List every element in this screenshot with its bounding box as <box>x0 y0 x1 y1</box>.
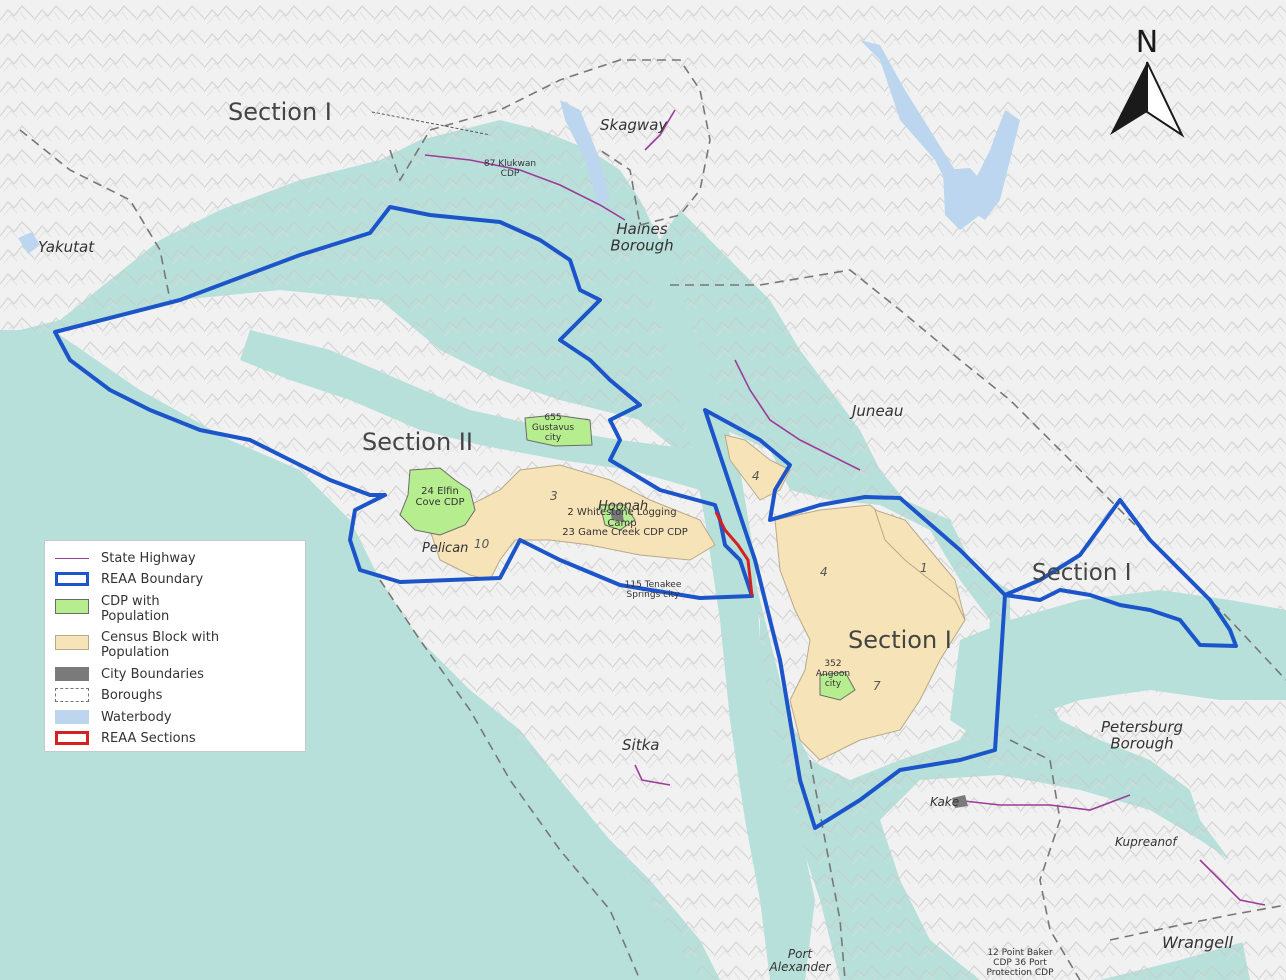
city-hoonah <box>610 510 624 522</box>
north-label: N <box>1136 25 1158 60</box>
skagway-label: Skagway <box>600 116 668 134</box>
hoonah-label: Hoonah <box>598 499 648 514</box>
cdp-symbol-icon <box>55 599 89 614</box>
north-arrow: N <box>1110 25 1185 138</box>
waterbody-lake <box>943 168 985 230</box>
block-1-label: 1 <box>920 561 928 575</box>
reaa-boundary-section-ii <box>53 205 754 600</box>
legend-label: Census Block with Population <box>101 630 220 660</box>
waterbody-north <box>860 40 1020 220</box>
cdp-angoon <box>819 671 856 701</box>
legend-item-census-block: Census Block with Population <box>55 630 219 660</box>
kake-label: Kake <box>930 795 959 809</box>
section-i-nw-label: Section I <box>228 98 332 126</box>
section-i-center-label: Section I <box>848 626 952 654</box>
reaa-sections-symbol-icon <box>55 731 89 745</box>
yakutat-label: Yakutat <box>38 238 95 256</box>
census-block-admiralty-top <box>724 434 791 501</box>
reaa-boundary-section-i-center <box>703 408 1007 830</box>
legend-label: State Highway <box>101 551 196 566</box>
waterbody-symbol-icon <box>55 710 89 724</box>
state-highway-symbol-icon <box>55 551 89 565</box>
pelican-label: Pelican <box>422 541 468 556</box>
legend-item-reaa-boundary: REAA Boundary <box>55 572 203 587</box>
cdp-elfin-cove <box>399 467 476 536</box>
section-i-east-label: Section I <box>1032 560 1132 586</box>
map-legend: State Highway REAA Boundary CDP with Pop… <box>44 540 306 752</box>
borough-lines <box>19 59 1286 980</box>
juneau-label: Juneau <box>849 402 903 420</box>
city-boundaries-symbol-icon <box>55 667 89 681</box>
outer-sea-sw <box>0 330 700 980</box>
reaa-boundary <box>53 205 1238 830</box>
block-4-top-label: 4 <box>752 469 760 483</box>
city-boundaries <box>610 510 968 808</box>
census-block-1 <box>874 509 966 621</box>
kupreanof-label: Kupreanof <box>1115 835 1178 849</box>
boroughs-symbol-icon <box>55 688 89 702</box>
legend-label: Waterbody <box>101 710 172 725</box>
legend-label: Boroughs <box>101 688 163 703</box>
block-3-label: 3 <box>550 489 558 503</box>
sitka-label: Sitka <box>622 736 659 754</box>
legend-item-city-boundaries: City Boundaries <box>55 667 204 682</box>
cdp-gustavus <box>524 414 593 447</box>
legend-item-reaa-sections: REAA Sections <box>55 731 196 746</box>
legend-item-cdp: CDP with Population <box>55 594 169 624</box>
cdp-areas <box>399 414 856 701</box>
legend-item-boroughs: Boroughs <box>55 688 162 703</box>
state-highways <box>424 109 1266 906</box>
section-ii-label: Section II <box>362 428 473 456</box>
wrangell-label: Wrangell <box>1162 933 1234 952</box>
icy-strait <box>240 330 730 490</box>
waterbody-yakutat <box>18 232 40 254</box>
legend-item-state-highway: State Highway <box>55 551 196 566</box>
block-7-label: 7 <box>873 679 881 693</box>
reaa-boundary-section-i-east <box>1003 498 1238 648</box>
reaa-boundary-symbol-icon <box>55 572 89 586</box>
legend-label: City Boundaries <box>101 667 204 682</box>
legend-label: REAA Sections <box>101 731 196 746</box>
game-creek-label: 23 Game Creek CDP CDP <box>562 527 688 538</box>
waterbody-inlet <box>560 100 610 205</box>
lynn-canal <box>640 235 815 980</box>
reaa-sections-line <box>714 511 754 597</box>
city-kake <box>952 795 968 808</box>
census-blocks <box>429 434 966 761</box>
census-block-chichagof <box>429 464 716 581</box>
legend-label: REAA Boundary <box>101 572 204 587</box>
legend-item-waterbody: Waterbody <box>55 710 172 725</box>
legend-label: CDP with Population <box>101 594 170 624</box>
census-block-symbol-icon <box>55 635 89 650</box>
block-10-label: 10 <box>474 537 490 551</box>
chatham-strait <box>950 590 1286 740</box>
block-4-mid-label: 4 <box>820 565 828 579</box>
